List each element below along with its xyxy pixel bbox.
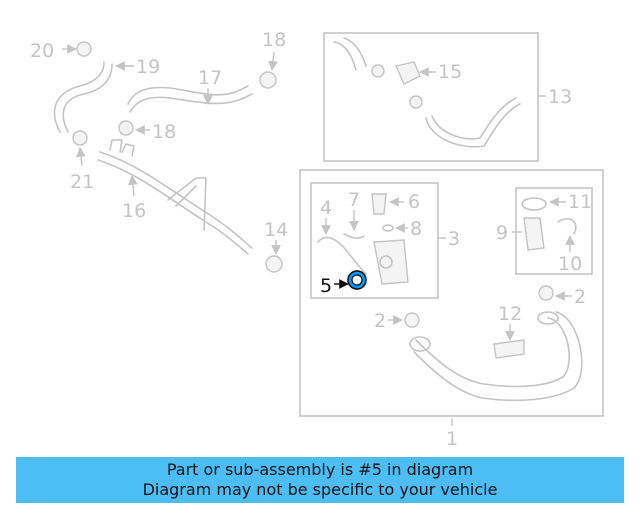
- part-5-gasket: [347, 270, 367, 290]
- assembly-3-parts: [317, 193, 409, 285]
- info-banner: Part or sub-assembly is #5 in diagram Di…: [16, 457, 624, 503]
- callout-17: 17: [198, 67, 222, 89]
- callout-13: 13: [548, 86, 572, 108]
- callout-4: 4: [320, 197, 332, 219]
- callout-5: 5: [320, 275, 332, 297]
- hose-16-pipe: [97, 139, 253, 255]
- clamp-14: [265, 255, 283, 273]
- callout-6: 6: [408, 191, 420, 213]
- callout-16: 16: [122, 200, 146, 222]
- clamp-20: [76, 41, 92, 57]
- callout-14: 14: [264, 219, 288, 241]
- callout-1: 1: [446, 428, 458, 450]
- callout-15: 15: [438, 61, 462, 83]
- callout-7: 7: [348, 189, 360, 211]
- callout-21: 21: [70, 171, 94, 193]
- leader-21: [76, 147, 86, 167]
- frame-assembly-1: [299, 169, 604, 417]
- callout-20: 20: [30, 40, 54, 62]
- hose-17: [127, 85, 253, 113]
- callout-3: 3: [448, 228, 460, 250]
- clamp-21: [72, 130, 88, 146]
- callout-12: 12: [498, 303, 522, 325]
- assembly-9-parts: [521, 197, 577, 251]
- frame-assembly-9: [515, 187, 593, 275]
- leader-18-top: [268, 51, 278, 71]
- callout-18-top: 18: [262, 29, 286, 51]
- hose-19: [53, 61, 113, 133]
- callout-19: 19: [136, 56, 160, 78]
- callout-2-right: 2: [574, 286, 586, 308]
- callout-8: 8: [410, 218, 422, 240]
- callout-11: 11: [568, 191, 592, 213]
- frame-assembly-3: [310, 182, 439, 299]
- clamp-18-top: [259, 71, 277, 89]
- callout-18-mid: 18: [152, 121, 176, 143]
- hose-1-parts: [404, 285, 583, 402]
- banner-line-2: Diagram may not be specific to your vehi…: [142, 480, 498, 499]
- callout-9: 9: [496, 222, 508, 244]
- clamp-18-mid: [118, 120, 134, 136]
- leader-16: [128, 175, 138, 197]
- frame-assembly-13: [323, 32, 539, 162]
- callout-10: 10: [558, 253, 582, 275]
- hose-13-parts: [333, 37, 521, 148]
- callout-2-left: 2: [374, 310, 386, 332]
- banner-line-1: Part or sub-assembly is #5 in diagram: [166, 460, 474, 479]
